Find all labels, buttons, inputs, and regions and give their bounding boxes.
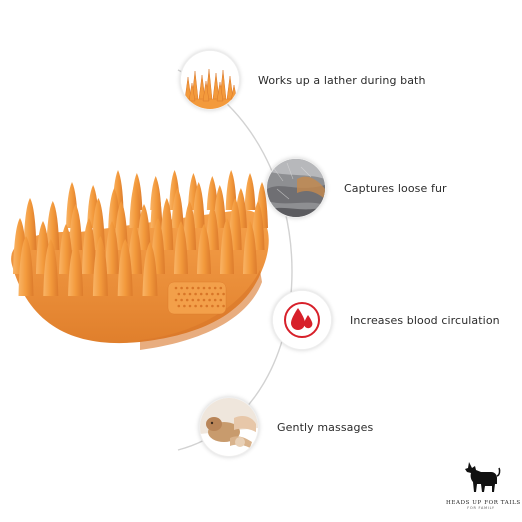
brush-spike (46, 201, 60, 250)
grip-dot (174, 298, 178, 302)
grip-dot (213, 286, 217, 290)
brush-spike (137, 204, 151, 250)
feature-fur: Captures loose fur (266, 158, 447, 218)
grip-dot (199, 304, 203, 308)
grip-dot (185, 298, 189, 302)
brush-spike (220, 218, 234, 274)
grip-dot (213, 298, 217, 302)
brush-spike (213, 185, 226, 228)
grip-dot (188, 292, 192, 296)
brand-tagline: FOR FAMILY (467, 506, 495, 510)
grip-dot (185, 286, 189, 290)
brush-spike (18, 236, 34, 296)
dog-silhouette-icon (465, 462, 501, 492)
brush-spike (128, 224, 142, 274)
grip-dot (208, 298, 211, 302)
bath-brush-image (11, 170, 269, 350)
brand-logo: HEADS UP FOR TAILS FOR FAMILY (446, 460, 521, 510)
brush-spike (69, 204, 83, 250)
brush-spike (91, 198, 105, 250)
brush-spike (228, 198, 242, 250)
grip-dot (194, 292, 197, 296)
grip-dot (205, 304, 209, 308)
dog-massage-icon (199, 397, 259, 457)
feature-circulation: Increases blood circulation (272, 290, 500, 350)
brush-spike (192, 182, 205, 228)
grip-dot (183, 292, 186, 296)
blood-drop-icon (272, 290, 332, 350)
brush-spike (160, 198, 174, 250)
brush-spike (43, 239, 59, 296)
brush-bristles-icon (180, 50, 240, 110)
brush-spike (129, 182, 142, 228)
brush-spike (114, 201, 128, 250)
brush-spike (105, 221, 119, 274)
grip-dot (177, 292, 181, 296)
grip-dot (205, 292, 209, 296)
grip-dot (211, 304, 214, 308)
grip-dot (197, 298, 200, 302)
grip-dot (202, 286, 206, 290)
brush-spike (117, 239, 133, 296)
brush-spike (244, 173, 256, 210)
grip-dot (188, 304, 192, 308)
grip-dot (174, 286, 178, 290)
brush-spike (197, 224, 211, 274)
feature-lather: Works up a lather during bath (180, 50, 426, 110)
brush-spike (142, 242, 158, 296)
grip-dot (216, 304, 220, 308)
brush-spike (23, 198, 37, 250)
grip-dot (197, 286, 200, 290)
feature-circulation-label: Increases blood circulation (350, 313, 500, 327)
brush-spike (150, 185, 163, 228)
brush-spike (225, 170, 237, 210)
brush-spike (183, 201, 197, 250)
grip-dot (219, 298, 223, 302)
grip-dot (222, 292, 225, 296)
brush-spike (251, 201, 265, 250)
feature-lather-label: Works up a lather during bath (258, 73, 426, 87)
grip-dot (180, 298, 183, 302)
brush-spike (92, 236, 108, 296)
grip-dot (222, 304, 225, 308)
brush-spike (68, 242, 84, 296)
brush-spike (174, 221, 188, 274)
grip-dot (177, 304, 181, 308)
feature-massage: Gently massages (199, 397, 373, 457)
brush-spike (82, 218, 96, 274)
grip-dot (219, 286, 223, 290)
brush-spike (59, 224, 73, 274)
grip-dot (199, 292, 203, 296)
grip-dot (208, 286, 211, 290)
feature-fur-label: Captures loose fur (344, 181, 447, 195)
grip-dot (180, 286, 183, 290)
feature-massage-label: Gently massages (277, 420, 374, 434)
brush-spike (243, 221, 257, 274)
brand-name: HEADS UP FOR TAILS (446, 500, 521, 506)
brush-spike (206, 176, 218, 210)
brush-spike (205, 204, 219, 250)
fur-icon (266, 158, 326, 218)
grip-dot (194, 304, 197, 308)
grip-dot (211, 292, 214, 296)
grip-dot (191, 286, 195, 290)
grip-dot (202, 298, 206, 302)
grip-dot (216, 292, 220, 296)
grip-dot (183, 304, 186, 308)
grip-dot (191, 298, 195, 302)
brush-spike (171, 188, 184, 228)
